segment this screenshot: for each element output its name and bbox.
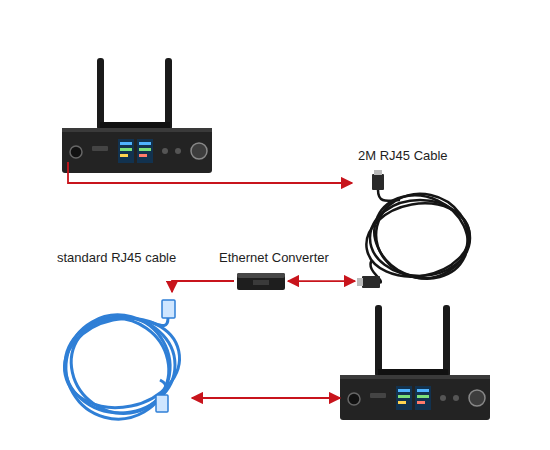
rj45-plug bbox=[156, 300, 175, 412]
connection-arrow bbox=[172, 281, 234, 292]
receiver-device bbox=[62, 58, 212, 173]
black-cable bbox=[361, 180, 482, 293]
cable-part: standard RJ45 cable bbox=[60, 295, 195, 420]
receiver-device bbox=[340, 305, 490, 420]
ethernet-converter bbox=[237, 273, 285, 290]
blue-cable bbox=[53, 300, 188, 433]
connection-arrow bbox=[288, 280, 355, 282]
connection-arrow bbox=[68, 162, 352, 183]
connection-arrow bbox=[192, 397, 340, 399]
part-label: 2M RJ45 Cable bbox=[358, 148, 448, 164]
rj45-plug bbox=[357, 170, 384, 288]
cable-part: Ethernet Converter bbox=[237, 272, 285, 290]
part-label: Ethernet Converter bbox=[219, 250, 329, 266]
part-label: standard RJ45 cable bbox=[57, 250, 176, 266]
cable-part: 2M RJ45 Cable bbox=[358, 178, 476, 290]
